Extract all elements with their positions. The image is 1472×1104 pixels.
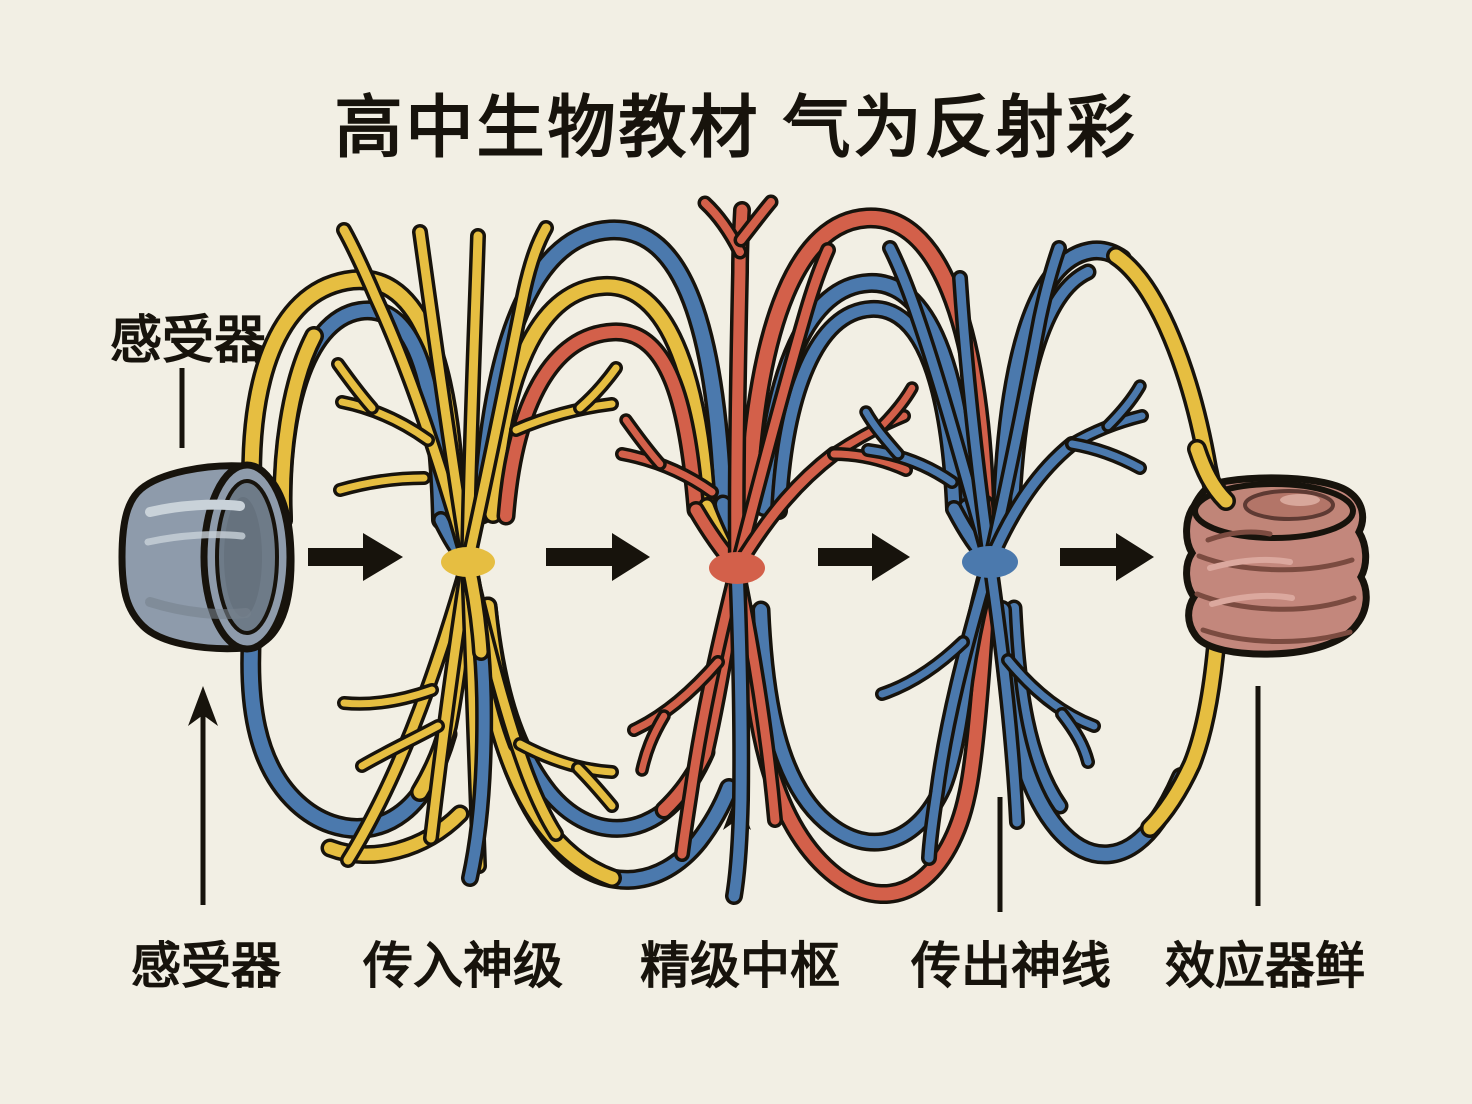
receptor-illustration bbox=[118, 461, 295, 653]
nerve-center-illustration bbox=[615, 194, 919, 905]
afferent-neuron-soma bbox=[441, 547, 495, 577]
label-effector: 效应器鲜 bbox=[1165, 938, 1365, 994]
efferent-neuron-soma bbox=[962, 546, 1018, 578]
label-nerve-center: 精级中枢 bbox=[640, 938, 840, 994]
flow-arrow-icon bbox=[1060, 533, 1154, 581]
flow-arrow-icon bbox=[546, 533, 650, 581]
nerve-center-soma bbox=[709, 552, 765, 584]
pointer-arrow-receptor bbox=[188, 686, 218, 905]
diagram-title: 高中生物教材 气为反射彩 bbox=[334, 90, 1138, 166]
afferent-neuron-illustration bbox=[331, 220, 623, 887]
label-efferent-nerve: 传出神线 bbox=[911, 938, 1111, 994]
flow-arrows bbox=[308, 533, 1154, 581]
flow-arrow-icon bbox=[818, 533, 910, 581]
label-receptor: 感受器 bbox=[131, 938, 281, 994]
efferent-neuron-illustration bbox=[859, 240, 1149, 866]
label-afferent-nerve: 传入神级 bbox=[363, 938, 563, 994]
effector-illustration bbox=[1183, 439, 1370, 658]
flow-arrow-icon bbox=[308, 533, 403, 581]
receptor-callout-label: 感受器 bbox=[109, 312, 267, 370]
